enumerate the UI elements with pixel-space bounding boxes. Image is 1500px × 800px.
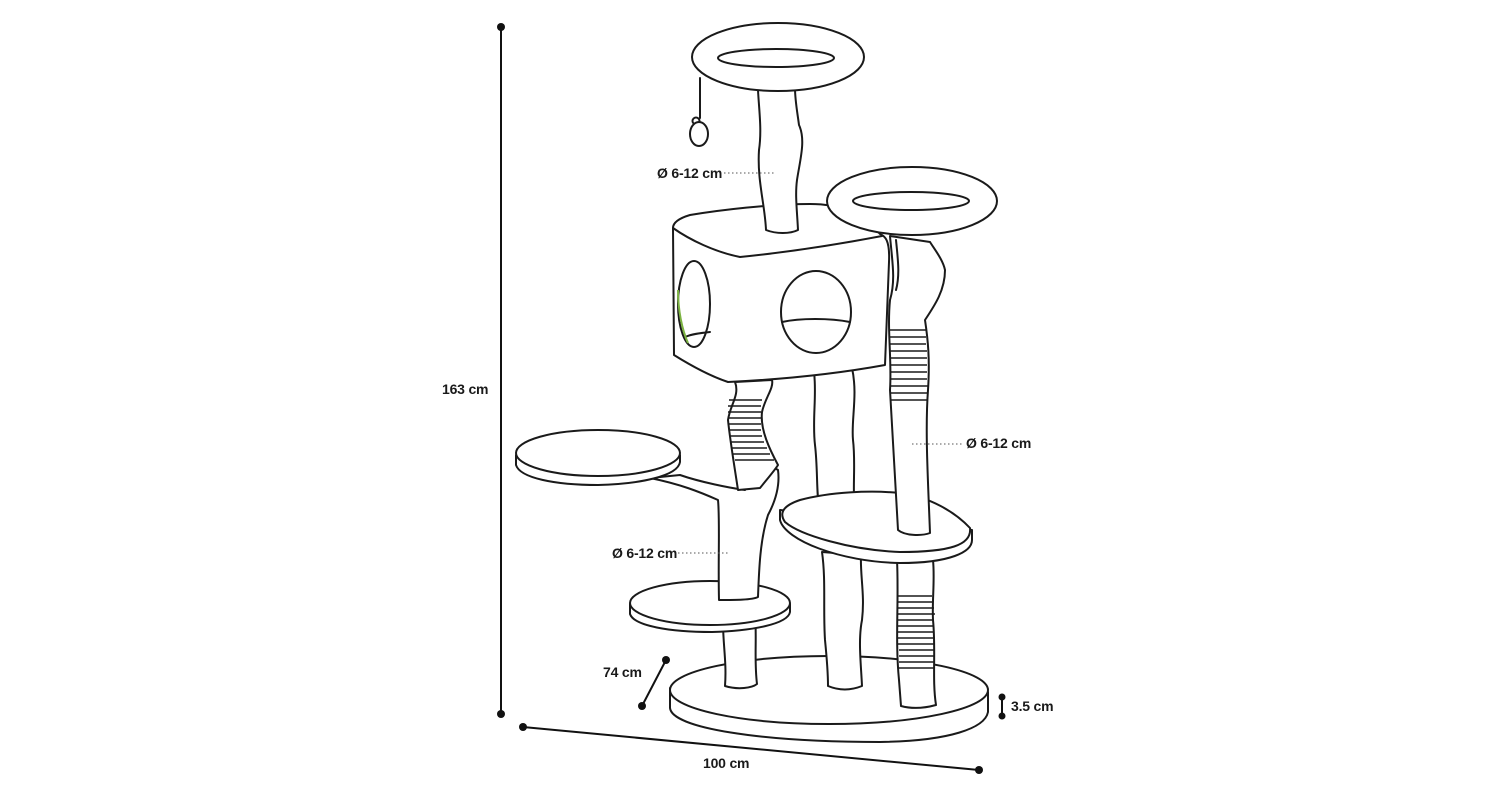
- depth-label: 74 cm: [603, 664, 642, 680]
- hanging-toy: [689, 77, 709, 147]
- condo-front-opening: [780, 270, 852, 354]
- height-dimension-line: [497, 23, 505, 718]
- width-label: 100 cm: [703, 755, 750, 771]
- depth-dimension-line: [638, 656, 670, 710]
- post-diameter-label-right: Ø 6-12 cm: [966, 435, 1032, 451]
- condo-box: [672, 203, 891, 383]
- middle-platform: [779, 490, 973, 564]
- height-label: 163 cm: [442, 381, 489, 397]
- lower-left-platform: [629, 580, 791, 633]
- post-base-middle: [821, 551, 864, 691]
- second-donut-bed: [826, 166, 998, 236]
- upper-left-platform: [515, 429, 681, 486]
- post-base-right-sisal: [896, 559, 937, 709]
- post-diameter-label-left: Ø 6-12 cm: [612, 545, 678, 561]
- width-dimension-line: [519, 723, 983, 774]
- post-upper-left-sisal: [727, 379, 779, 491]
- post-top: [757, 87, 804, 234]
- condo-side-opening: [677, 260, 711, 348]
- base-thickness-dimension-line: [998, 693, 1006, 720]
- post-right-tall-sisal: [888, 235, 946, 536]
- base-thickness-label: 3.5 cm: [1011, 698, 1054, 714]
- top-donut-bed: [691, 22, 865, 92]
- post-diameter-label-top: Ø 6-12 cm: [657, 165, 723, 181]
